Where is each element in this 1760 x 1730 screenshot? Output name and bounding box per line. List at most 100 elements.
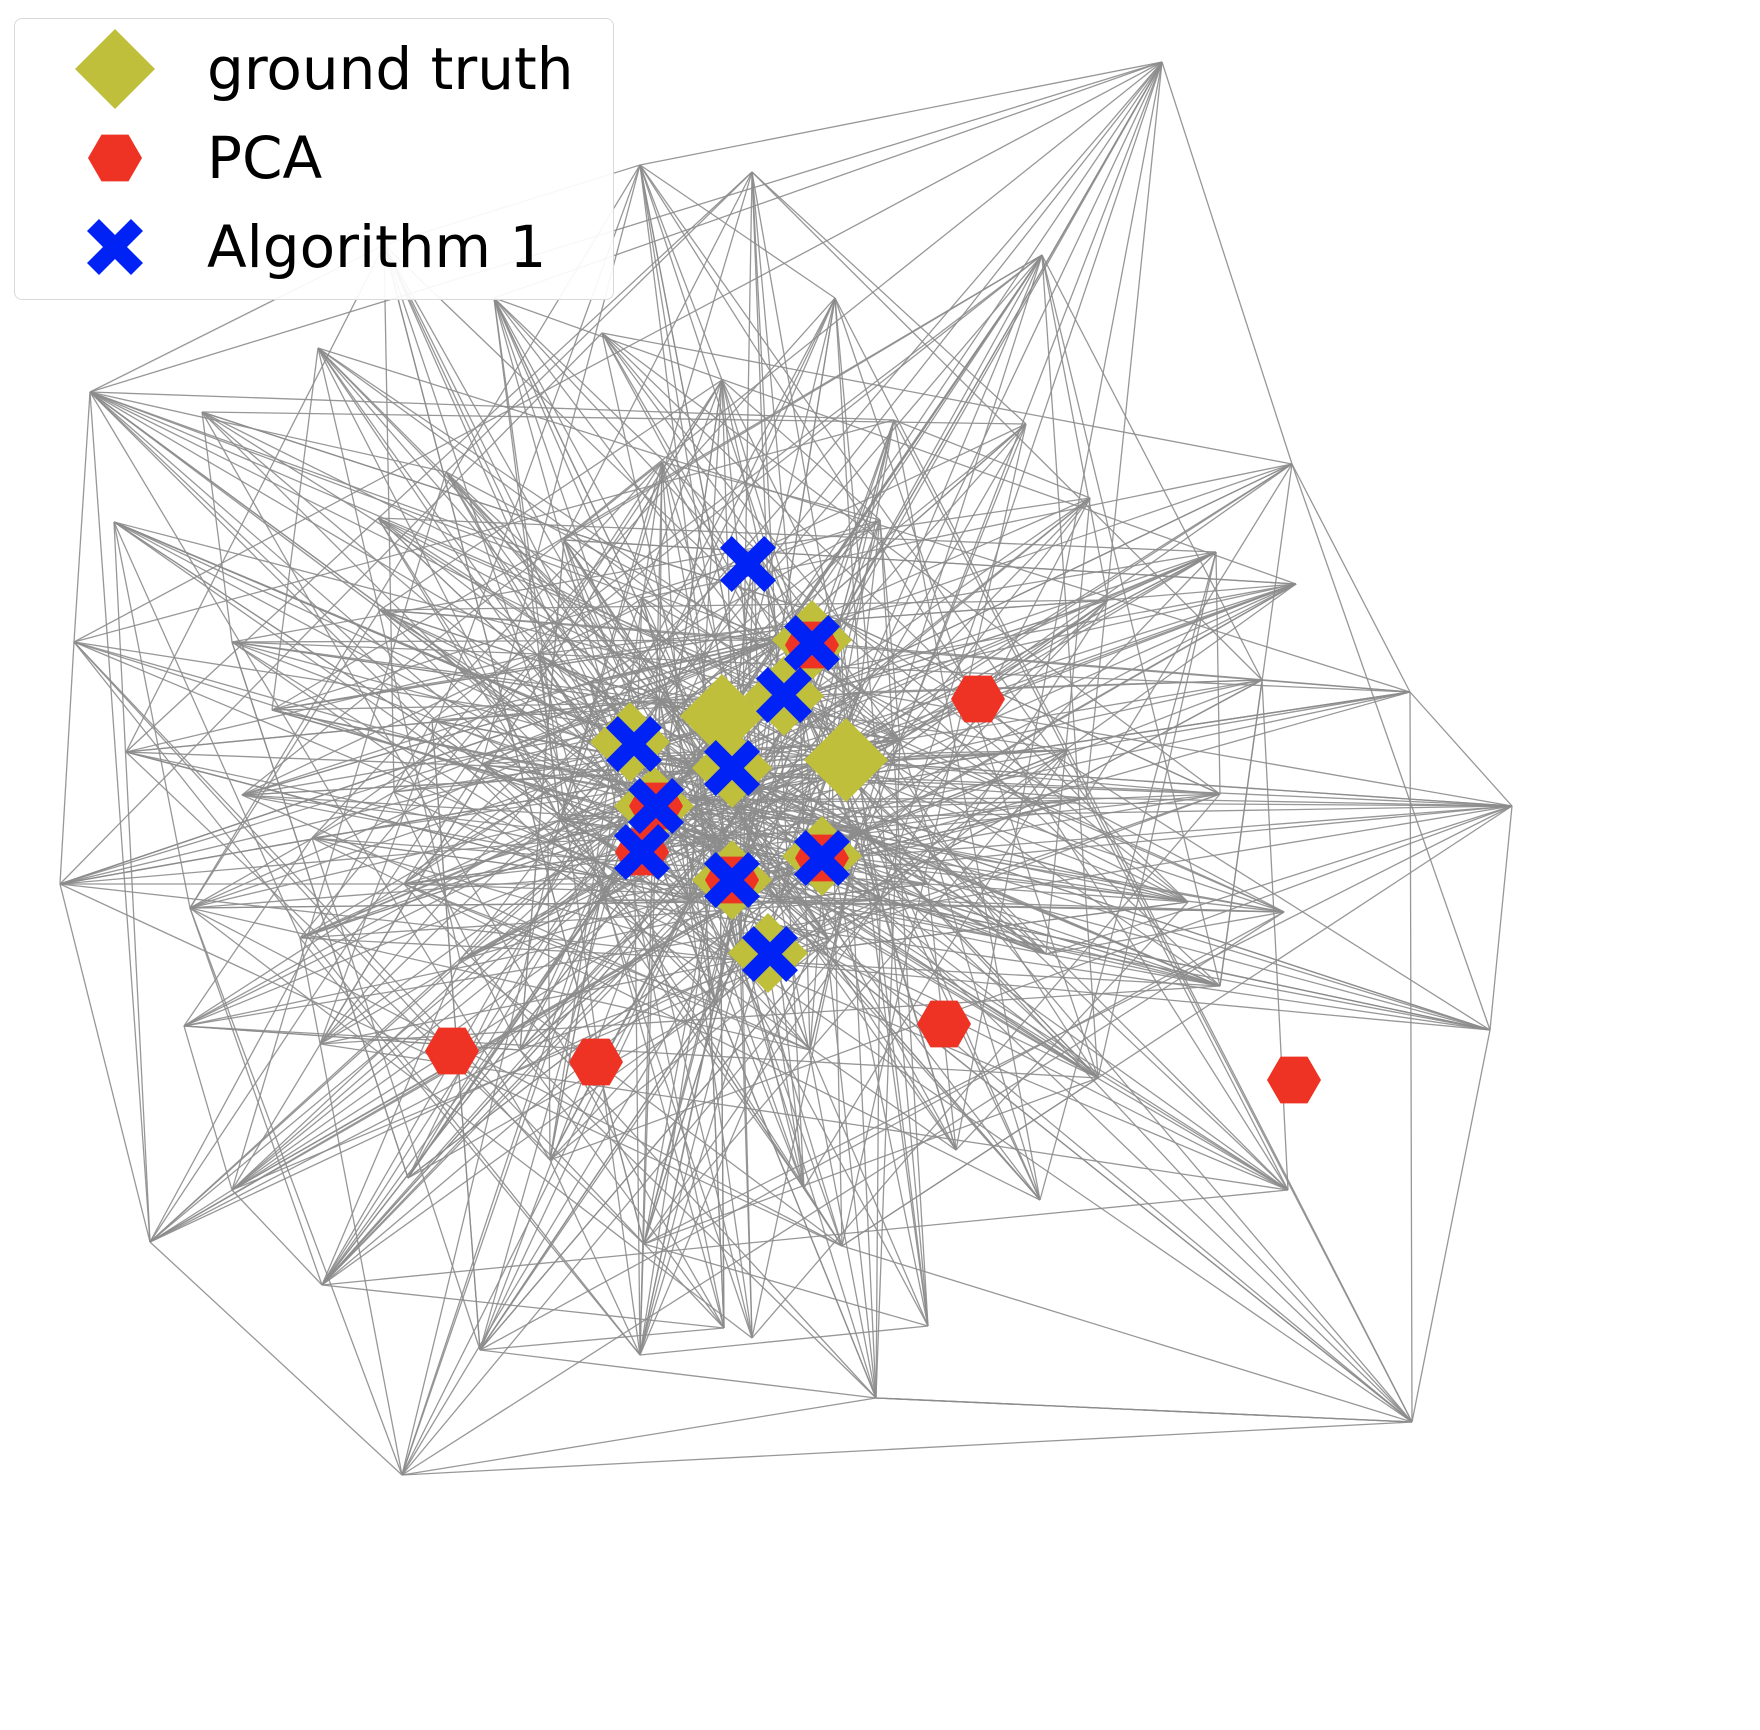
- graph-edge: [125, 653, 539, 753]
- graph-edge: [493, 297, 801, 701]
- graph-edge: [89, 391, 643, 599]
- graph-edge: [699, 769, 725, 1329]
- graph-edge: [73, 641, 725, 1329]
- legend-label-pca: PCA: [207, 124, 323, 192]
- ground-truth-marker: [680, 674, 764, 758]
- graph-edge: [89, 391, 447, 473]
- graph-edge: [659, 699, 701, 771]
- graph-edge: [1045, 805, 1513, 955]
- graph-edge: [271, 519, 881, 711]
- graph-edge: [183, 769, 701, 1027]
- graph-edge: [899, 61, 1163, 741]
- graph-edge: [321, 1189, 1289, 1286]
- graph-edge: [201, 411, 661, 701]
- graph-edge: [89, 391, 483, 765]
- graph-edge: [493, 297, 701, 771]
- graph-edge: [149, 1241, 403, 1476]
- graph-edge: [549, 805, 1513, 1161]
- graph-edge: [955, 901, 1189, 1151]
- graph-edge: [537, 254, 1043, 655]
- graph-edge: [89, 391, 151, 1243]
- graph-edge: [403, 547, 755, 885]
- graph-edge: [189, 907, 403, 1476]
- graph-edge: [875, 899, 881, 1399]
- graph-edge: [875, 739, 901, 1399]
- graph-edge: [779, 899, 957, 1151]
- algorithm-1-marker: [794, 830, 850, 886]
- graph-edge: [739, 959, 1221, 987]
- graph-edge: [779, 899, 1041, 1201]
- graph-edge: [639, 164, 1087, 799]
- algorithm-1-marker: [628, 778, 684, 834]
- graph-edge: [183, 837, 313, 1027]
- graph-edge: [445, 471, 701, 771]
- graph-edge: [659, 699, 717, 1005]
- graph-edge: [321, 699, 661, 1286]
- graph-edge: [1085, 797, 1513, 807]
- graph-edge: [639, 61, 1163, 166]
- graph-edge: [479, 839, 721, 1351]
- graph-edge: [379, 599, 1109, 611]
- pca-marker: [917, 1000, 971, 1048]
- graph-edge: [563, 461, 663, 541]
- graph-edge: [549, 829, 861, 1161]
- graph-edge: [563, 539, 1297, 585]
- graph-edge: [739, 879, 1221, 987]
- graph-edge: [319, 164, 641, 1045]
- graph-edge: [319, 1043, 1289, 1191]
- graph-edge: [113, 521, 191, 909]
- graph-edge: [839, 254, 1043, 621]
- graph-edge: [383, 244, 395, 793]
- graph-edge: [799, 699, 1413, 1423]
- graph-edge: [753, 497, 1091, 549]
- graph-edge: [89, 391, 551, 1161]
- graph-edge: [721, 379, 881, 521]
- graph-edge: [401, 899, 881, 1476]
- graph-edge: [834, 297, 1069, 751]
- pca-marker: [425, 1027, 479, 1075]
- graph-edge: [271, 347, 319, 711]
- graph-edge: [1409, 691, 1513, 807]
- graph-edge: [803, 749, 1069, 1189]
- graph-edge: [493, 297, 1297, 585]
- graph-edge: [549, 1159, 641, 1356]
- algorithm-1-marker: [704, 740, 760, 796]
- graph-edge: [639, 959, 741, 1356]
- graph-edge: [189, 819, 561, 909]
- graph-edge: [751, 793, 1221, 1339]
- graph-edge: [639, 164, 836, 299]
- ground-truth-marker: [804, 718, 888, 802]
- graph-edge: [839, 619, 1189, 903]
- graph-edge: [831, 583, 1297, 761]
- graph-edge: [125, 171, 753, 753]
- graph-edge: [401, 911, 1285, 1476]
- graph-edge: [841, 1077, 1099, 1247]
- graph-edge: [149, 719, 433, 1243]
- graph-edge: [839, 619, 1491, 1031]
- graph-edge: [657, 819, 929, 1327]
- graph-edge: [1041, 254, 1099, 1079]
- graph-edge: [899, 599, 1109, 741]
- graph-edge: [549, 759, 613, 1161]
- graph-edge: [779, 899, 877, 1399]
- algorithm-1-marker: [756, 667, 812, 723]
- graph-edge: [231, 819, 659, 1191]
- graph-edge: [231, 379, 723, 1191]
- graph-edge: [689, 769, 701, 901]
- graph-edge: [1045, 953, 1221, 987]
- graph-edge: [479, 1349, 877, 1399]
- graph-edge: [321, 899, 691, 1286]
- graph-edge: [183, 899, 781, 1027]
- graph-edge: [89, 61, 1163, 393]
- graph-edge: [379, 609, 811, 1051]
- graph-edge: [1085, 61, 1163, 799]
- graph-edge: [739, 959, 1289, 1191]
- graph-edge: [643, 749, 1069, 1245]
- graph-edge: [859, 829, 929, 1327]
- graph-edge: [633, 799, 1491, 1031]
- graph-edge: [431, 254, 1043, 721]
- graph-edge: [1039, 551, 1217, 1201]
- graph-edge: [834, 297, 861, 693]
- algorithm-1-marker: [720, 536, 776, 592]
